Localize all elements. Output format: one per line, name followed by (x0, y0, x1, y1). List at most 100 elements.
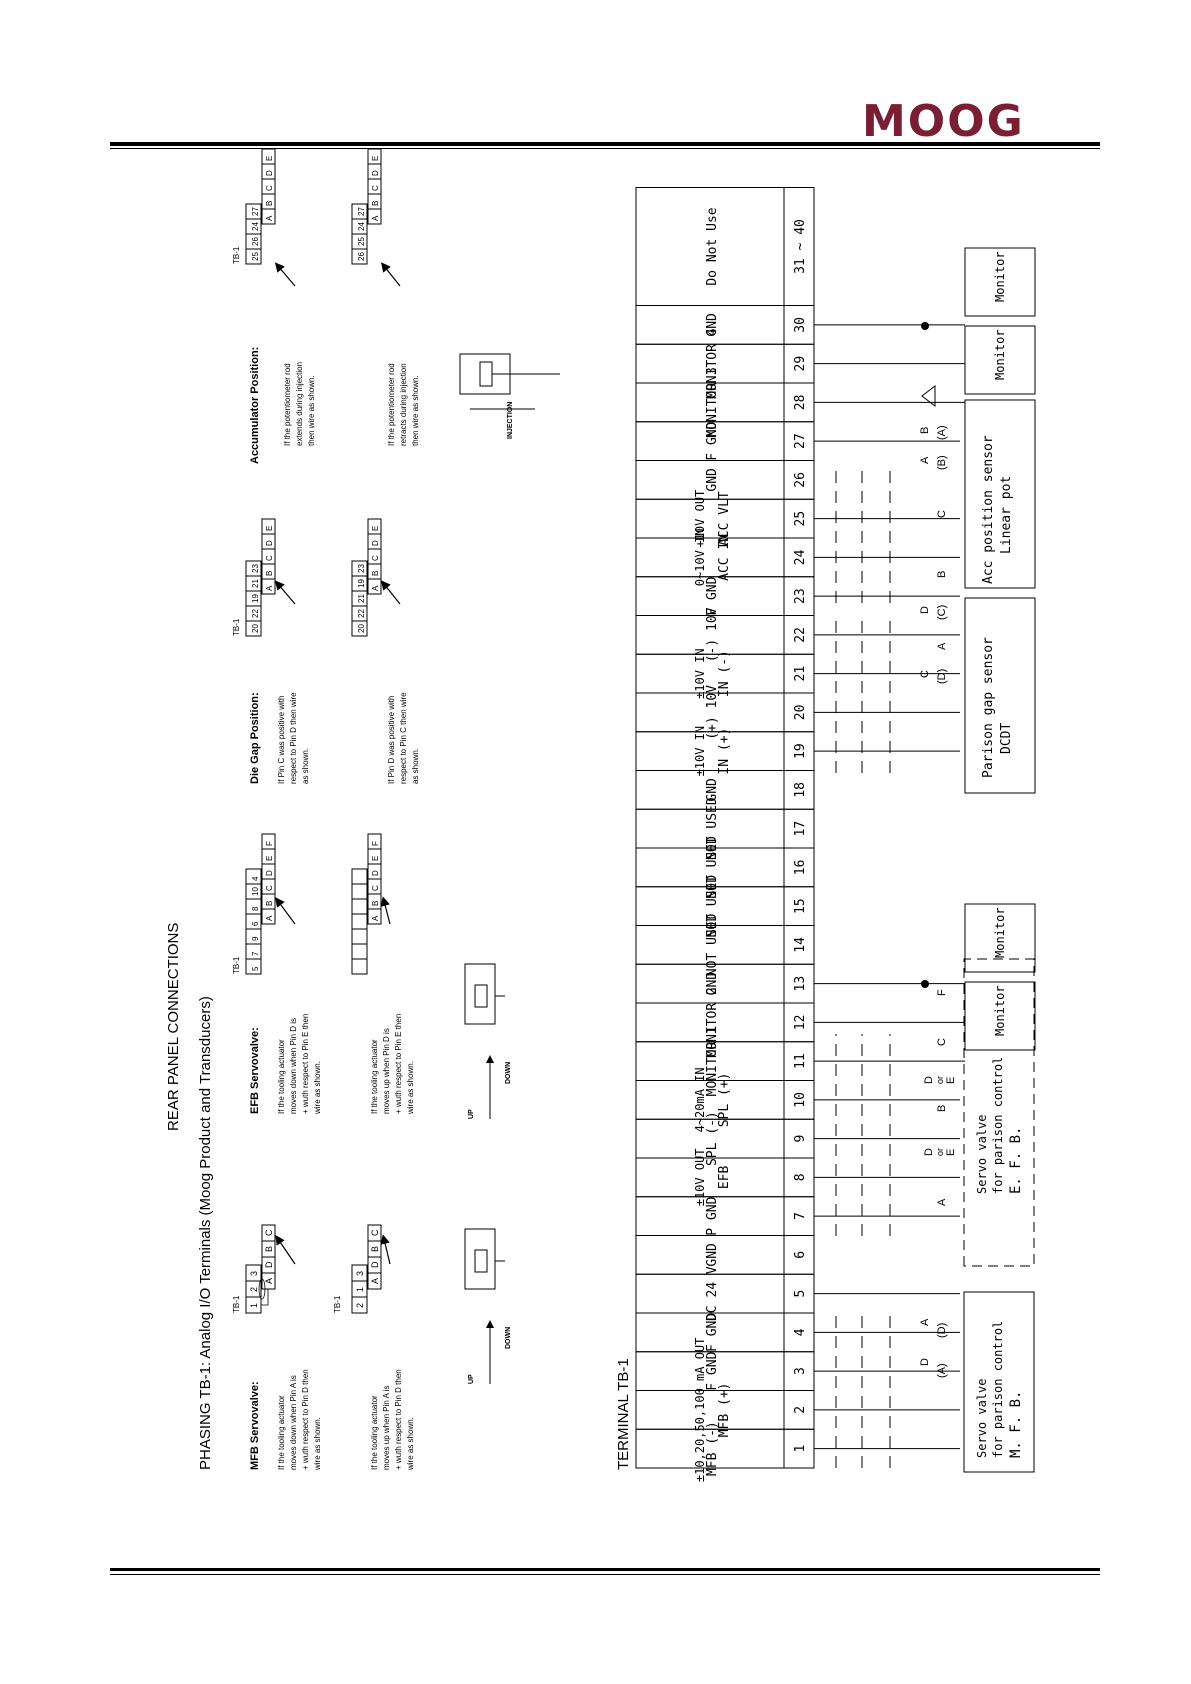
efb-tb-block-2 (351, 868, 368, 975)
terminal-number: 12 (793, 1015, 808, 1031)
efb-pin2-label: A (371, 915, 380, 921)
terminal-sublabel: ±10V IN (693, 648, 707, 699)
accum-phasing: Accumulator Position: If the potentiomet… (232, 148, 560, 464)
monitor-box-30: Monitor (964, 247, 1036, 317)
accum-heading: Accumulator Position: (249, 347, 261, 464)
parison-sensor-box: Parison gap sensor DCDT (964, 597, 1036, 794)
mfb-cylinder-icon (464, 1228, 505, 1290)
terminal-number: 9 (793, 1135, 808, 1143)
terminal-label: IN (-) (717, 650, 732, 697)
svg-text:Monitor: Monitor (993, 329, 1007, 380)
dg-pin2-label: B (371, 571, 380, 576)
ac-pin1-label: D (265, 170, 274, 176)
terminal-label: GND (705, 972, 720, 996)
efb-pin2-cell (367, 833, 382, 850)
terminal-sublabel: ±10V IN (693, 726, 707, 777)
efb-tb1-label: 7 (251, 951, 260, 956)
svg-text:TB-1: TB-1 (333, 1295, 342, 1313)
dg-tb1-label: 22 (251, 609, 260, 618)
efb-tb1-label: 10 (251, 887, 260, 896)
svg-text:(A): (A) (936, 425, 948, 440)
terminal-number: 13 (793, 976, 808, 992)
ac-tb1-label: 25 (251, 252, 260, 261)
dg-tb2-label: 19 (357, 579, 366, 588)
terminal-number: 11 (793, 1053, 808, 1069)
terminal-label: MONITOR 4 (705, 328, 720, 399)
dg-pin2-label: D (371, 540, 380, 546)
efb-tb1-label: 9 (251, 936, 260, 941)
junction-dot (921, 322, 929, 330)
terminal-label: (-) 10V (705, 607, 720, 662)
svg-text:3: 3 (249, 1271, 259, 1276)
svg-text:Monitor: Monitor (993, 985, 1007, 1036)
injection-cylinder-icon (459, 353, 560, 410)
svg-text:Servo valve for pariso: Servo valve for parison control E. F. B. (975, 1049, 1024, 1194)
terminal-number: 20 (793, 705, 808, 721)
diegap-desc-1: If Pin C was positive with respect to Pi… (277, 690, 310, 784)
junction-dot (921, 980, 929, 988)
diegap-phasing: Die Gap Position: If Pin C was positive … (232, 518, 420, 784)
efb-tb2-cell (351, 883, 368, 900)
svg-text:D: D (919, 1358, 931, 1366)
svg-text:C: C (370, 1229, 380, 1236)
terminal-label: ACC VLT (717, 491, 732, 546)
terminal-number: 17 (793, 821, 808, 837)
efb-tb1-label: 4 (251, 876, 260, 881)
svg-text:A: A (919, 1318, 931, 1326)
dg-tb1-label: 23 (251, 564, 260, 573)
page-subtitle: PHASING TB-1: Analog I/O Terminals (Moog… (197, 996, 214, 1470)
terminal-number: 10 (793, 1092, 808, 1108)
terminal-number: 29 (793, 356, 808, 372)
ac-pin2-label: B (371, 201, 380, 206)
svg-text:C: C (936, 510, 948, 518)
terminal-label: NOT USED (705, 797, 720, 860)
efb-pin2-label: C (371, 885, 380, 891)
efb-desc-2: If the tooling actuator moves up when Pi… (370, 1011, 415, 1115)
page-title: REAR PANEL CONNECTIONS (165, 923, 182, 1131)
terminal-sublabel: ±10,20,50,100 mA OUT (693, 1338, 707, 1483)
terminal-number: 14 (793, 937, 808, 953)
dg-tb2-label: 22 (357, 609, 366, 618)
acc-sensor-box: Acc position sensor Linear pot (964, 399, 1036, 589)
footer-rule-thin (110, 1574, 1100, 1575)
terminal-label: MFB (-) (705, 1421, 720, 1476)
ac-tb1-label: 27 (251, 207, 260, 216)
ac-tb2-label: 25 (357, 237, 366, 246)
mfb-desc-2: If the tooling actuator moves up when Pi… (370, 1367, 415, 1471)
terminal-label: P GND (705, 1196, 720, 1235)
efb-desc-1: If the tooling actuator moves down when … (277, 1011, 322, 1115)
injection-label: INJECTION (507, 402, 514, 439)
efb-heading: EFB Servovalve: (249, 1027, 261, 1114)
dg-pin1-label: B (265, 571, 274, 576)
terminal-row: 17 NOT USED (635, 797, 815, 860)
terminal-row: 13 GND (635, 963, 815, 1004)
terminal-label: SPL (-) (705, 1111, 720, 1166)
efb-pin1-label: A (265, 915, 274, 921)
svg-text:2: 2 (355, 1303, 365, 1308)
diegap-tb-label: TB-1 (232, 618, 241, 636)
header-rule (110, 142, 1100, 146)
mfb-desc-1: If the tooling actuator moves down when … (277, 1367, 322, 1471)
efb-pin1-cell (261, 833, 276, 850)
terminal-label: GND (705, 778, 720, 802)
efb-pin2-label: B (371, 901, 380, 906)
terminal-number: 4 (793, 1328, 808, 1336)
accum-tb-label: TB-1 (232, 246, 241, 264)
svg-text:1: 1 (355, 1287, 365, 1292)
mfb-heading: MFB Servovalve: (249, 1381, 261, 1470)
dg-pin2-label: A (371, 585, 380, 591)
terminal-number: 22 (793, 627, 808, 643)
